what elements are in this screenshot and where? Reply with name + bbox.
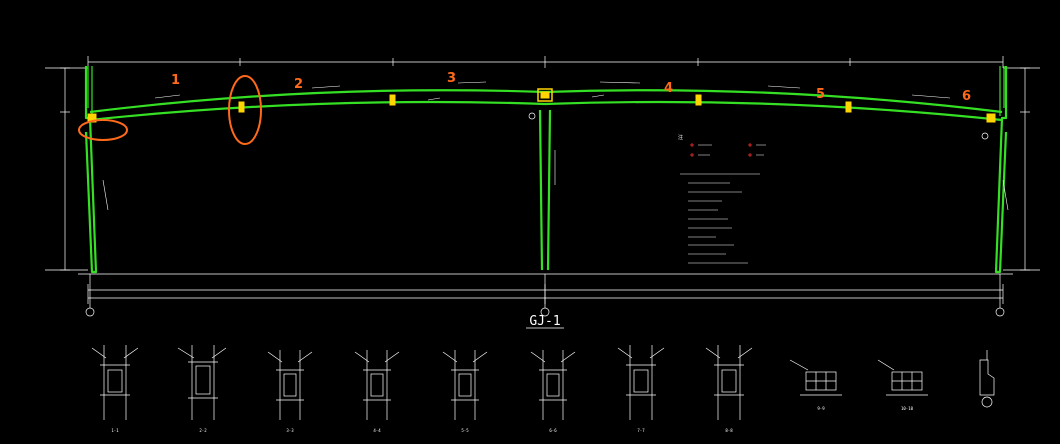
notes-heading: 注 xyxy=(678,134,683,141)
detail-label-10: 10-10 xyxy=(901,406,914,411)
bay-annotation-3: 3 xyxy=(447,71,456,86)
detail-label-3: 3-3 xyxy=(286,428,294,433)
bay-annotation-5: 5 xyxy=(816,87,825,102)
bay-annotation-2: 2 xyxy=(294,77,303,92)
detail-label-9: 9-9 xyxy=(817,406,825,411)
notes-block: 注 xyxy=(678,134,766,264)
bay-annotation-6: 6 xyxy=(962,89,971,104)
bay-annotation-1: 1 xyxy=(171,73,180,88)
grid-axis-b xyxy=(540,307,550,317)
rafter-labels xyxy=(102,81,1009,211)
highlight-circle-eave xyxy=(78,119,128,141)
detail-label-6: 6-6 xyxy=(549,428,557,433)
column-base-symbol-b xyxy=(528,112,536,120)
section-details xyxy=(91,345,995,420)
detail-label-4: 4-4 xyxy=(373,428,381,433)
grid-axis-a xyxy=(85,307,95,317)
detail-label-7: 7-7 xyxy=(637,428,645,433)
detail-label-1: 1-1 xyxy=(111,428,119,433)
bay-annotation-4: 4 xyxy=(664,81,673,96)
column-base-symbol-c xyxy=(981,132,989,140)
detail-label-8: 8-8 xyxy=(725,428,733,433)
detail-labels: 1-1 2-2 3-3 4-4 5-5 6-6 7-7 8-8 9-9 10-1… xyxy=(111,406,913,433)
joint-markers xyxy=(87,88,996,123)
grid-axis-c xyxy=(995,307,1005,317)
detail-label-5: 5-5 xyxy=(461,428,469,433)
frame-title: GJ-1 xyxy=(529,314,560,329)
highlight-circle-rafter xyxy=(228,75,262,145)
detail-label-2: 2-2 xyxy=(199,428,207,433)
dimension-lines xyxy=(45,56,1040,308)
hand-annotations: 1 2 3 4 5 6 xyxy=(78,71,971,145)
